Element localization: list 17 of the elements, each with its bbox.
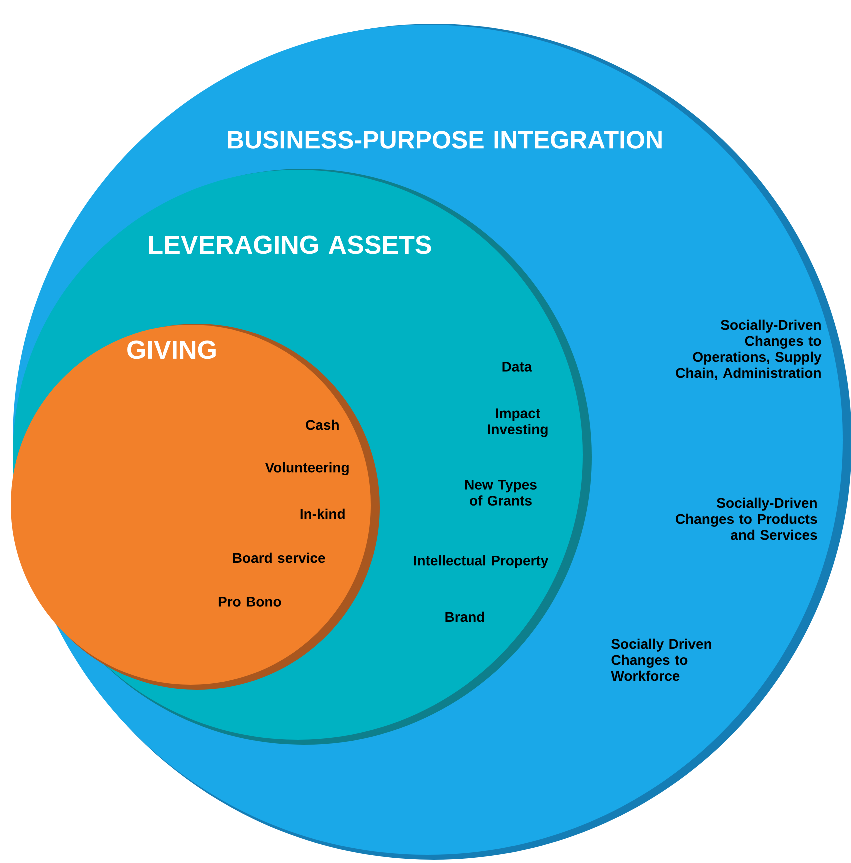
list-item: Impact Investing — [488, 408, 548, 438]
list-item: New Types of Grants — [466, 480, 537, 506]
list-item: Cash — [306, 420, 339, 430]
list-item: Data — [502, 362, 532, 372]
list-item: Intellectual Property — [414, 555, 549, 569]
list-item: Pro Bono — [218, 597, 282, 607]
list-item: Board service — [233, 552, 326, 564]
inner-circle — [11, 324, 380, 690]
circle-title: GIVING — [128, 340, 216, 360]
list-item: Socially-Driven Changes to Products and Services — [676, 498, 818, 540]
circle-title: BUSINESS-PURPOSE INTEGRATION — [228, 131, 662, 149]
list-item: Socially Driven Changes to Workforce — [611, 638, 712, 682]
list-item: Volunteering — [265, 462, 349, 476]
list-item: Socially-Driven Changes to Operations, Supply Chain, Administration — [676, 320, 822, 380]
list-item: Brand — [446, 612, 484, 622]
circle-title: LEVERAGING ASSETS — [149, 236, 432, 254]
list-item: In-kind — [300, 508, 345, 520]
